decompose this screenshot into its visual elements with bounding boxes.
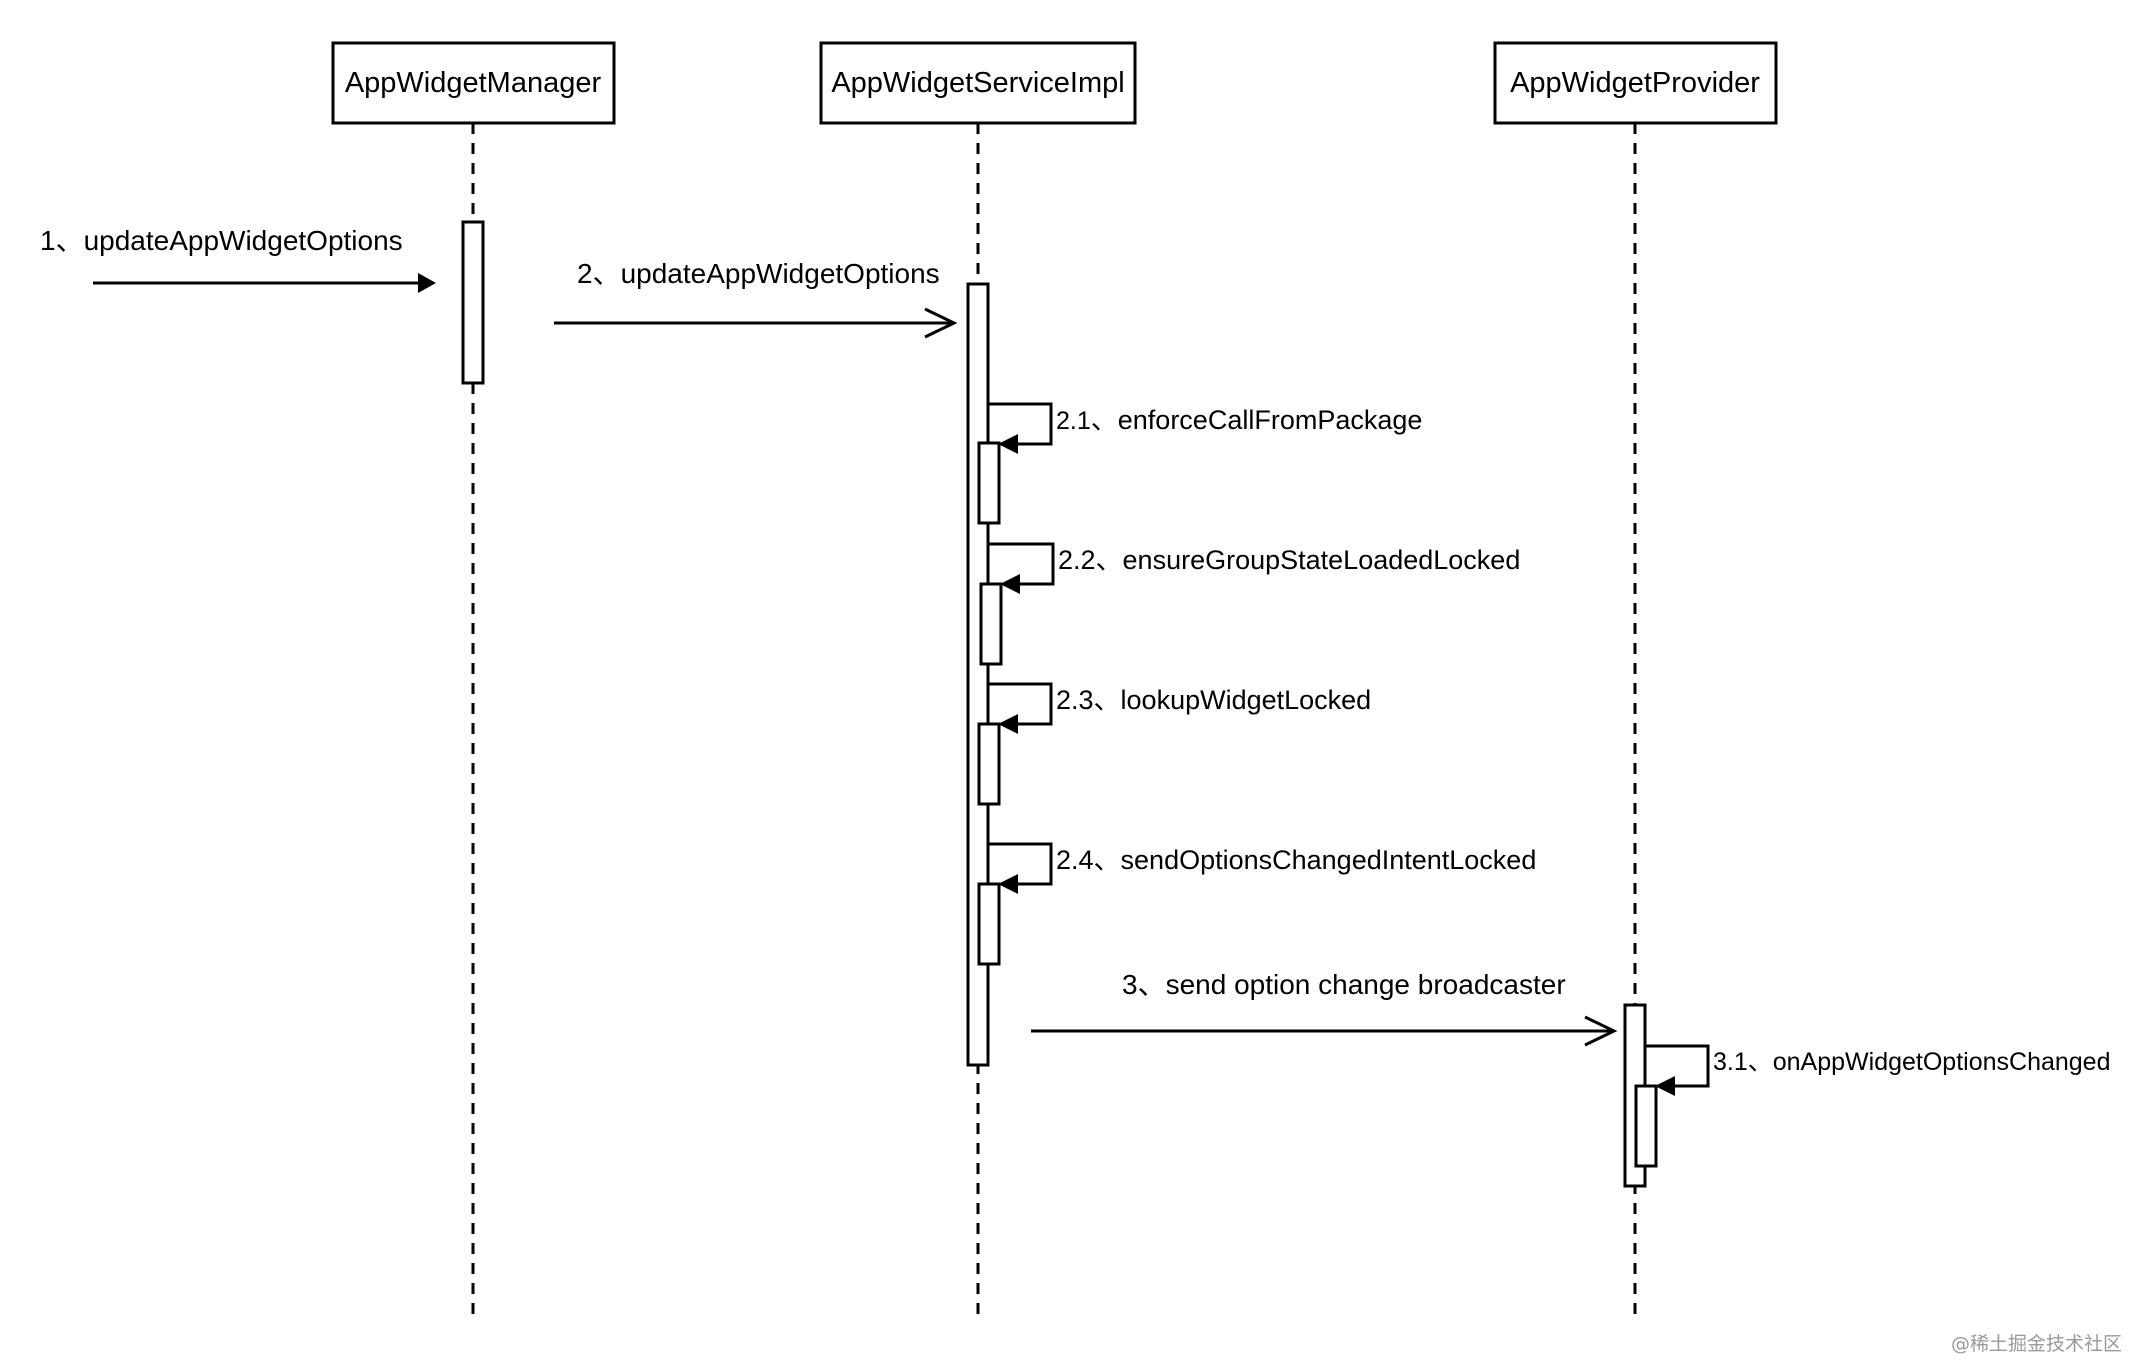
message-1: 1、updateAppWidgetOptions [40, 225, 436, 293]
watermark: @稀土掘金技术社区 [1950, 1333, 2122, 1355]
self-call-2-4: 2.4、sendOptionsChangedIntentLocked [977, 842, 1536, 966]
arrowhead-filled-icon [1655, 1076, 1675, 1096]
message-label-text: 、enforceCallFromPackage [1091, 405, 1423, 435]
self-call-3-1: 3.1、onAppWidgetOptionsChanged [1634, 1044, 2111, 1168]
arrowhead-open-icon [924, 307, 958, 339]
arrowhead-filled-icon [998, 714, 1018, 734]
message-label: 2.2、ensureGroupStateLoadedLocked [1058, 545, 1520, 575]
arrowhead-open-icon [1584, 1015, 1618, 1047]
message-label: 2.4、sendOptionsChangedIntentLocked [1056, 845, 1536, 875]
self-call-2-2: 2.2、ensureGroupStateLoadedLocked [979, 542, 1520, 666]
self-call-2-1: 2.1、enforceCallFromPackage [977, 402, 1422, 525]
message-2: 2、updateAppWidgetOptions [554, 258, 958, 339]
participant-app-widget-manager: AppWidgetManager [331, 41, 616, 125]
participant-app-widget-provider: AppWidgetProvider [1493, 41, 1778, 125]
participant-label: AppWidgetServiceImpl [831, 67, 1124, 99]
message-label: 2、updateAppWidgetOptions [577, 258, 940, 289]
arrowhead-filled-icon [418, 273, 436, 293]
message-label: 3、send option change broadcaster [1122, 969, 1566, 1000]
participant-label: AppWidgetManager [345, 67, 602, 99]
message-label: 2.3、lookupWidgetLocked [1056, 685, 1371, 715]
message-label: 1、updateAppWidgetOptions [40, 225, 403, 256]
arrowhead-filled-icon [1000, 574, 1020, 594]
arrowhead-filled-icon [998, 434, 1018, 454]
participant-app-widget-service-impl: AppWidgetServiceImpl [819, 41, 1137, 125]
activation-manager [461, 220, 485, 385]
participant-label: AppWidgetProvider [1510, 67, 1760, 99]
self-call-2-3: 2.3、lookupWidgetLocked [977, 682, 1371, 806]
arrowhead-filled-icon [998, 874, 1018, 894]
message-label: 2.1、enforceCallFromPackage [1056, 405, 1422, 435]
message-3: 3、send option change broadcaster [1031, 969, 1618, 1047]
message-label: 3.1、onAppWidgetOptionsChanged [1713, 1048, 2111, 1076]
